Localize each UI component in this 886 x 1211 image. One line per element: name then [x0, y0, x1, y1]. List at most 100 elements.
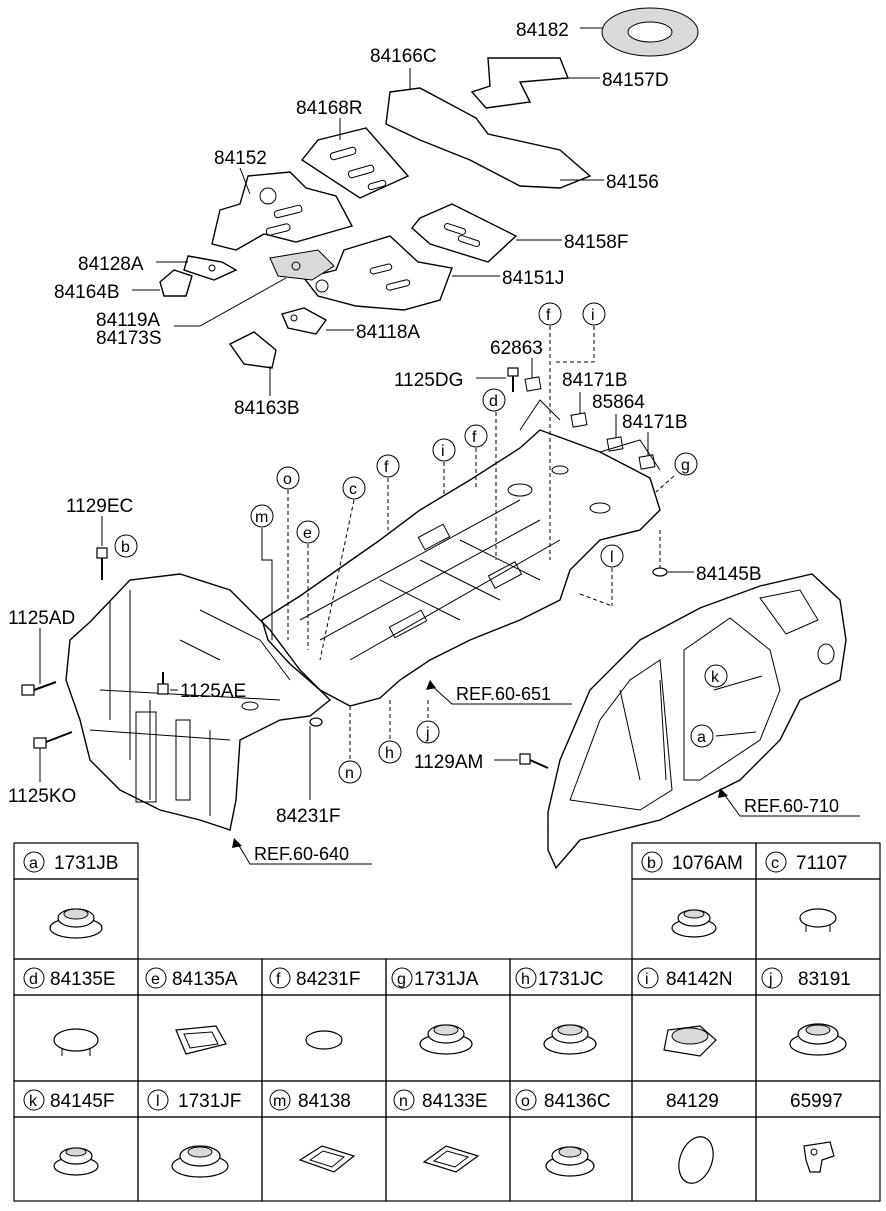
part-84151J-pad[interactable] — [302, 235, 453, 311]
legend-cell-i[interactable]: i 84142N — [637, 967, 733, 990]
ref-60-640[interactable]: REF.60-640 — [254, 844, 349, 864]
part-85864-patch[interactable] — [606, 436, 624, 452]
plug-icon-1731JB — [49, 908, 103, 939]
marker-g[interactable]: g — [674, 452, 698, 476]
callout-84171B-2[interactable]: 84171B — [622, 412, 688, 433]
bolt-1125AE[interactable] — [157, 672, 169, 695]
marker-f-top[interactable]: f — [538, 302, 562, 326]
marker-j[interactable]: j — [416, 720, 440, 744]
legend-cell-a[interactable]: a 1731JB — [23, 851, 118, 874]
bolt-1125DG[interactable] — [507, 367, 519, 392]
ref-60-651[interactable]: REF.60-651 — [456, 684, 551, 704]
marker-l[interactable]: l — [600, 544, 624, 568]
callout-84166C[interactable]: 84166C — [370, 46, 437, 67]
marker-i-top[interactable]: i — [582, 302, 606, 326]
legend-cell-84129[interactable]: 84129 — [666, 1091, 719, 1112]
plug-icon-1731JA — [419, 1024, 473, 1055]
legend-cell-c[interactable]: c 71107 — [765, 851, 847, 874]
front-panel-outline[interactable] — [65, 573, 332, 831]
svg-text:1731JA: 1731JA — [414, 969, 479, 990]
callout-84231F[interactable]: 84231F — [276, 806, 340, 827]
part-84171B-patch-2[interactable] — [638, 454, 656, 470]
callout-1125AD[interactable]: 1125AD — [8, 608, 75, 629]
legend-cell-e[interactable]: e 84135A — [145, 967, 238, 990]
legend-cell-d[interactable]: d 84135E — [23, 967, 116, 990]
legend-cell-o[interactable]: o 84136C — [515, 1089, 611, 1112]
part-84157D-pad[interactable] — [470, 57, 570, 109]
svg-text:71107: 71107 — [796, 853, 847, 874]
callout-1125DG[interactable]: 1125DG — [394, 370, 463, 391]
legend-cell-n[interactable]: n 84133E — [393, 1089, 488, 1112]
marker-i-mid[interactable]: i — [432, 438, 456, 462]
callout-84182[interactable]: 84182 — [516, 20, 569, 41]
legend-cell-h[interactable]: h 1731JC — [515, 967, 604, 990]
marker-d[interactable]: d — [482, 388, 506, 412]
plug-84145B[interactable] — [652, 567, 668, 577]
bolt-1125KO[interactable] — [33, 731, 73, 749]
marker-f-mid[interactable]: f — [464, 424, 488, 448]
callout-84168R[interactable]: 84168R — [296, 98, 363, 119]
marker-o[interactable]: o — [276, 466, 300, 490]
callout-84156[interactable]: 84156 — [606, 172, 659, 193]
floor-pan-assembly — [261, 399, 661, 707]
callout-84171B-1[interactable]: 84171B — [562, 370, 628, 391]
svg-text:l: l — [156, 1093, 160, 1110]
marker-c[interactable]: c — [342, 476, 366, 500]
callout-84173S[interactable]: 84173S — [96, 328, 162, 349]
part-84166C-pad[interactable] — [385, 87, 592, 189]
callout-85864[interactable]: 85864 — [592, 392, 645, 413]
marker-b[interactable]: b — [114, 534, 138, 558]
callout-84163B[interactable]: 84163B — [234, 398, 300, 419]
part-84118A-pad[interactable] — [281, 307, 328, 335]
callout-84164B[interactable]: 84164B — [54, 282, 120, 303]
callout-84118A[interactable]: 84118A — [356, 322, 420, 343]
part-62863[interactable] — [524, 376, 542, 392]
callout-1125KO[interactable]: 1125KO — [8, 786, 76, 807]
plug-84231F[interactable] — [309, 717, 323, 727]
part-84152-pad[interactable] — [211, 171, 354, 251]
legend-cell-k[interactable]: k 84145F — [23, 1089, 114, 1112]
marker-a[interactable]: a — [690, 724, 714, 748]
callout-84145B[interactable]: 84145B — [696, 564, 762, 585]
callout-1125AE[interactable]: 1125AE — [180, 681, 246, 702]
ref-60-710[interactable]: REF.60-710 — [744, 796, 839, 816]
legend-cell-f[interactable]: f 84231F — [269, 967, 360, 990]
svg-text:o: o — [283, 471, 292, 488]
callout-62863[interactable]: 62863 — [490, 338, 543, 359]
plug-icon-1731JF — [171, 1145, 229, 1178]
legend-cell-65997[interactable]: 65997 — [790, 1091, 843, 1112]
floor-pan-outline[interactable] — [261, 429, 661, 707]
part-84158F-pad[interactable] — [411, 203, 518, 263]
callout-84157D[interactable]: 84157D — [602, 70, 669, 91]
callout-84152[interactable]: 84152 — [214, 148, 267, 169]
legend-cell-b[interactable]: b 1076AM — [641, 851, 743, 874]
marker-k[interactable]: k — [704, 664, 728, 688]
legend-cell-m[interactable]: m 84138 — [269, 1089, 351, 1112]
part-84182-pad[interactable] — [601, 7, 699, 57]
part-84168R-pad[interactable] — [300, 127, 410, 199]
marker-e[interactable]: e — [296, 520, 320, 544]
part-84119A-pad[interactable] — [269, 249, 335, 281]
marker-n[interactable]: n — [338, 760, 362, 784]
part-84163B-pad[interactable] — [228, 331, 277, 369]
legend-cell-g[interactable]: g 1731JA — [391, 967, 479, 990]
legend-cell-l[interactable]: l 1731JF — [147, 1089, 241, 1112]
svg-text:84135A: 84135A — [172, 969, 238, 990]
marker-h[interactable]: h — [378, 740, 402, 764]
callout-1129AM[interactable]: 1129AM — [414, 752, 483, 773]
marker-m[interactable]: m — [250, 504, 274, 528]
part-84171B-patch-1[interactable] — [570, 412, 588, 428]
callout-84128A[interactable]: 84128A — [78, 254, 144, 275]
marker-f-left[interactable]: f — [376, 454, 400, 478]
bolt-1125AD[interactable] — [21, 681, 57, 696]
callout-84151J[interactable]: 84151J — [502, 268, 564, 289]
side-body-outline[interactable] — [547, 573, 847, 870]
part-84128A-pad[interactable] — [183, 255, 238, 281]
callout-84158F[interactable]: 84158F — [564, 232, 628, 253]
legend-cell-j[interactable]: j 83191 — [761, 967, 851, 990]
bolt-1129AM[interactable] — [519, 753, 549, 769]
bolt-1129EC[interactable] — [96, 547, 108, 580]
callout-84119A[interactable]: 84119A — [96, 310, 160, 331]
part-84164B-pad[interactable] — [159, 269, 193, 297]
callout-1129EC[interactable]: 1129EC — [66, 496, 133, 517]
